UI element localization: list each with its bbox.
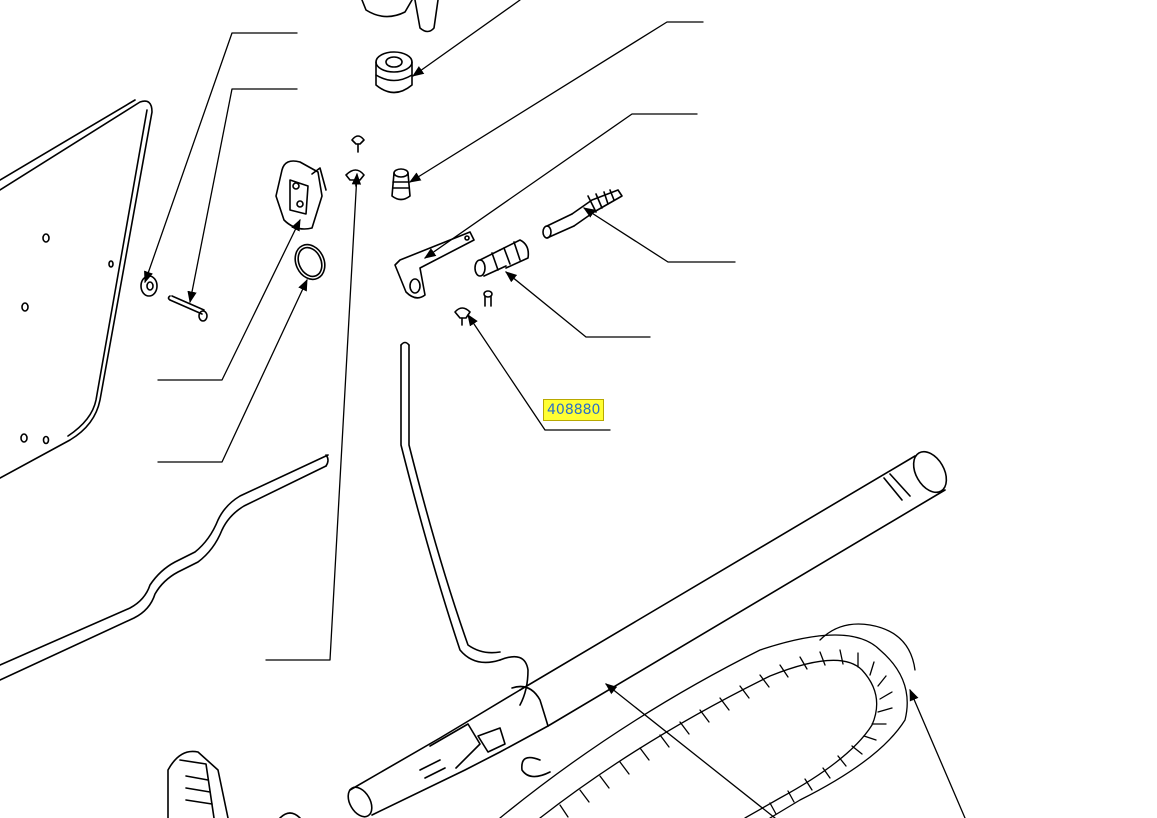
leader-arrow bbox=[583, 207, 736, 263]
small-screw bbox=[345, 169, 365, 187]
leader-arrow bbox=[157, 218, 301, 381]
leader-arrow bbox=[505, 271, 651, 338]
vertical-tube bbox=[400, 341, 529, 706]
top-knob bbox=[361, 0, 439, 33]
leader-arrow bbox=[187, 88, 298, 304]
small-fitting bbox=[391, 168, 411, 201]
leader-arrow bbox=[909, 688, 966, 818]
wand-tube bbox=[347, 450, 948, 818]
part-number-408880-link[interactable]: 408880 bbox=[543, 399, 605, 421]
panel-hole bbox=[42, 435, 50, 445]
panel-hole bbox=[42, 233, 50, 243]
panel-hole bbox=[20, 433, 28, 443]
panel-hole bbox=[108, 260, 114, 268]
side-panel bbox=[0, 99, 153, 479]
mount-bracket bbox=[275, 160, 327, 230]
leader-arrow bbox=[467, 314, 611, 431]
o-ring bbox=[294, 243, 326, 281]
swivel-fitting bbox=[474, 239, 530, 277]
small-bolt bbox=[454, 307, 471, 326]
leader-lines bbox=[144, 0, 966, 818]
leader-arrow bbox=[409, 21, 704, 183]
leader-arrow bbox=[412, 0, 521, 77]
handle-assembly bbox=[167, 750, 301, 818]
hex-nut bbox=[375, 51, 413, 94]
leader-arrow bbox=[265, 172, 362, 661]
threaded-nipple bbox=[542, 189, 623, 239]
washer bbox=[140, 275, 158, 297]
pin bbox=[167, 295, 208, 322]
bent-rod bbox=[0, 454, 329, 681]
corrugated-hose bbox=[499, 623, 916, 818]
leader-arrow bbox=[144, 32, 298, 284]
flat-bracket bbox=[394, 231, 475, 299]
small-screw bbox=[351, 135, 365, 153]
leader-arrow bbox=[157, 278, 308, 463]
leader-arrow bbox=[605, 683, 776, 818]
leader-arrow bbox=[424, 113, 698, 259]
panel-hole bbox=[21, 302, 29, 312]
small-bolt bbox=[483, 290, 493, 307]
